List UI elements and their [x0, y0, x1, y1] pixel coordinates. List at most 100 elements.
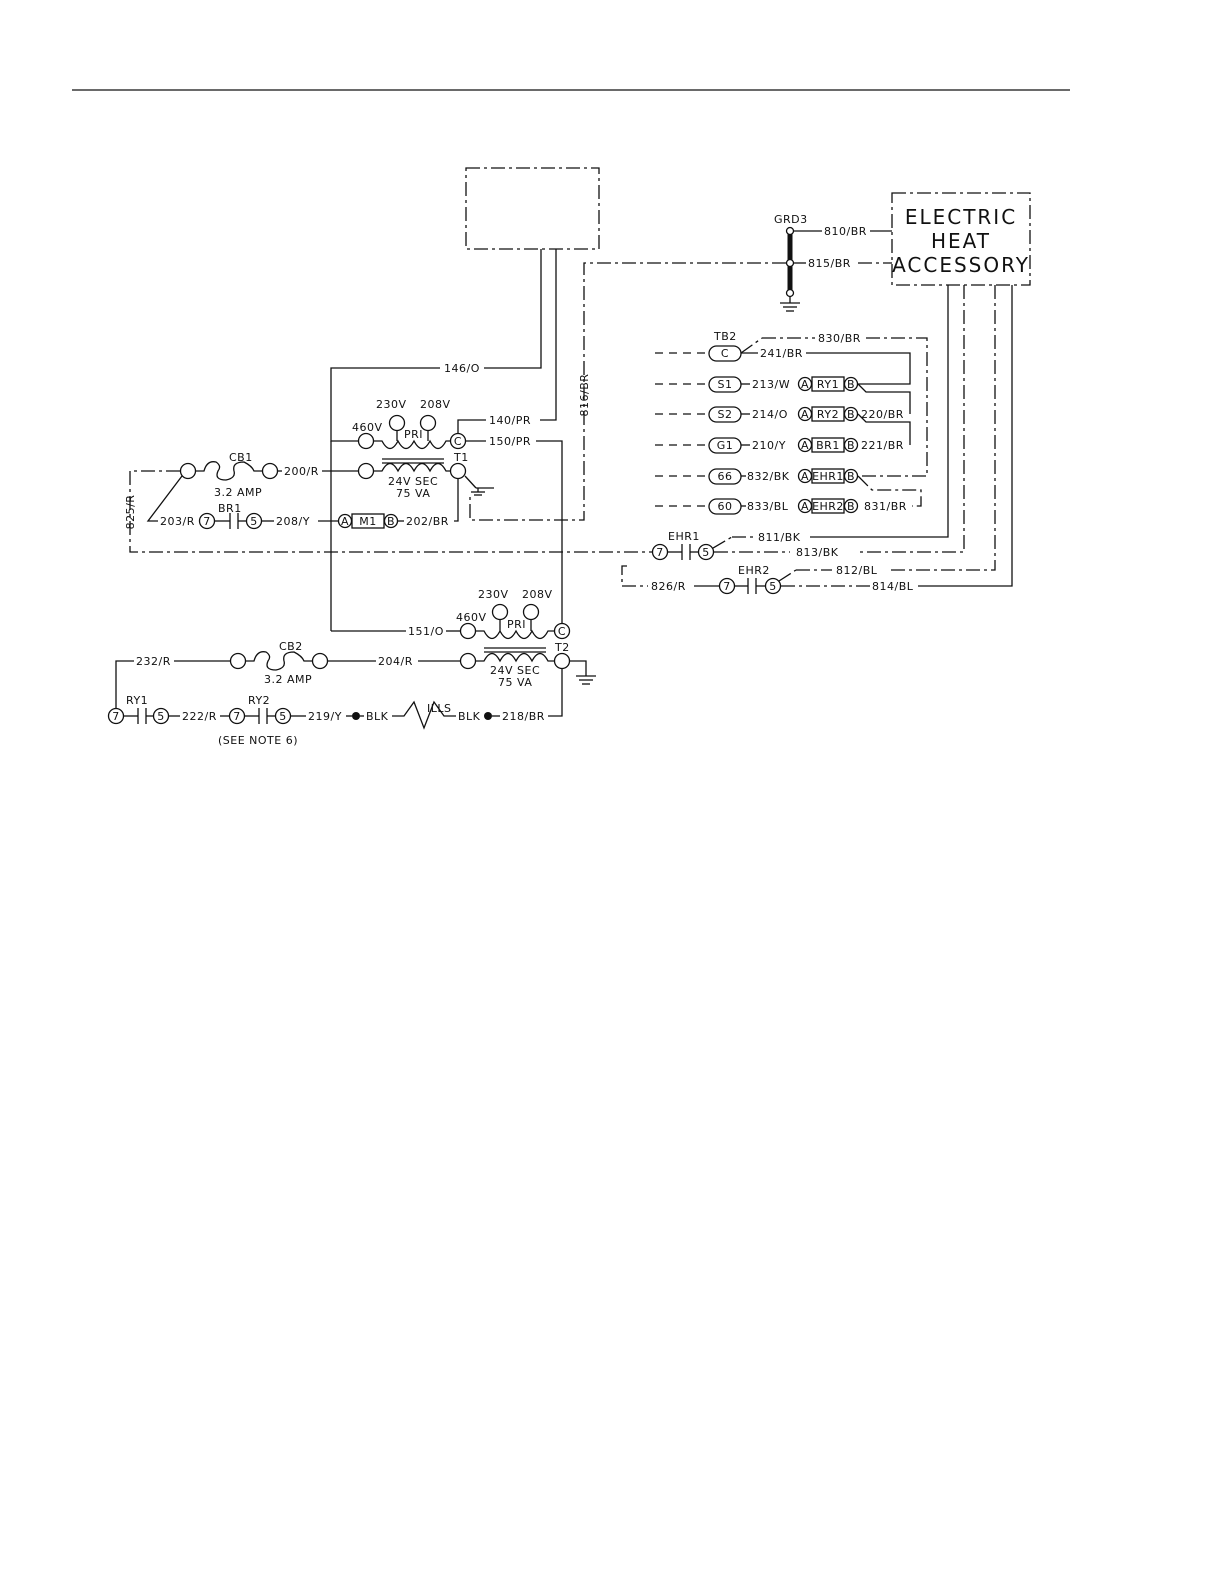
wire-208-label: 208/Y — [276, 515, 310, 528]
wire-220-label: 220/BR — [861, 408, 904, 421]
wire-810-label: 810/BR — [824, 225, 867, 238]
upstream-component-box — [465, 167, 600, 250]
t2-common-terminal — [553, 622, 571, 640]
wire-832-label: 832/BK — [747, 470, 790, 483]
ehr2-contact-label: EHR2 — [738, 564, 770, 577]
wire-140-label: 140/PR — [489, 414, 531, 427]
ehr-contacts: EHR1 7 5 811/BK 813/BK EHR2 826/R 7 5 81… — [621, 530, 914, 595]
cb2-amp-label: 3.2 AMP — [264, 673, 312, 686]
wire-203-label: 203/R — [160, 515, 195, 528]
wire-815-label: 815/BR — [808, 257, 851, 270]
accessory-line1: ELECTRIC — [905, 205, 1017, 229]
svg-text:5: 5 — [702, 546, 710, 559]
svg-text:B: B — [387, 515, 395, 528]
wire-150-label: 150/PR — [489, 435, 531, 448]
svg-text:S1: S1 — [718, 378, 733, 391]
svg-text:M1: M1 — [359, 515, 377, 528]
wire-151-label: 151/O — [408, 625, 444, 638]
grd3-label: GRD3 — [774, 213, 808, 226]
svg-text:A: A — [801, 470, 809, 483]
svg-text:7: 7 — [112, 710, 120, 723]
br1-contact-label: BR1 — [218, 502, 242, 515]
t2-460v-label: 460V — [456, 611, 487, 624]
svg-text:A: A — [801, 408, 809, 421]
wire-210-label: 210/Y — [752, 439, 786, 452]
electric-heat-accessory: ELECTRIC HEAT ACCESSORY — [891, 192, 1031, 286]
t1-pri-label: PRI — [404, 428, 423, 441]
svg-text:EHR2: EHR2 — [812, 500, 844, 513]
svg-text:RY2: RY2 — [817, 408, 839, 421]
svg-text:RY1: RY1 — [817, 378, 839, 391]
transformer-t2-circuit: 230V 208V 460V 151/O PRI C T2 24V SEC 75… — [107, 588, 596, 747]
svg-text:5: 5 — [279, 710, 287, 723]
svg-text:66: 66 — [718, 470, 733, 483]
accessory-line2: HEAT — [931, 229, 991, 253]
t1-230v-label: 230V — [376, 398, 407, 411]
t1-208v-label: 208V — [420, 398, 451, 411]
cb2-label: CB2 — [279, 640, 303, 653]
wire-146-label: 146/O — [444, 362, 480, 375]
svg-text:5: 5 — [250, 515, 258, 528]
svg-text:EHR1: EHR1 — [812, 470, 844, 483]
ehr1-contact-label: EHR1 — [668, 530, 700, 543]
svg-text:7: 7 — [723, 580, 731, 593]
t1-sec-label: 24V SEC — [388, 475, 438, 488]
cb1-label: CB1 — [229, 451, 253, 464]
wire-200-label: 200/R — [284, 465, 319, 478]
t2-460v-terminal — [459, 622, 477, 640]
wire-814-label: 814/BL — [872, 580, 914, 593]
wire-222-label: 222/R — [182, 710, 217, 723]
wire-221-label: 221/BR — [861, 439, 904, 452]
t1-label: T1 — [453, 451, 469, 464]
tb2-label: TB2 — [713, 330, 737, 343]
ry2-contact-label: RY2 — [248, 694, 270, 707]
t2-230v-label: 230V — [478, 588, 509, 601]
svg-text:5: 5 — [157, 710, 165, 723]
svg-text:S2: S2 — [718, 408, 733, 421]
t2-label: T2 — [554, 641, 570, 654]
svg-text:5: 5 — [769, 580, 777, 593]
wire-219-label: 219/Y — [308, 710, 342, 723]
t1-common-terminal — [449, 432, 467, 450]
wire-831-label: 831/BR — [864, 500, 907, 513]
wire-218-label: 218/BR — [502, 710, 545, 723]
svg-text:A: A — [801, 378, 809, 391]
terminal-block-tb2: TB2 C 241/BR 830/BR S1 213/W A RY1 B S2 … — [655, 330, 928, 515]
svg-text:7: 7 — [203, 515, 211, 528]
wire-213-label: 213/W — [752, 378, 790, 391]
svg-text:B: B — [847, 408, 855, 421]
ry1-contact-label: RY1 — [126, 694, 148, 707]
see-note-label: (SEE NOTE 6) — [218, 734, 298, 747]
wire-816-label: 816/BR — [578, 374, 591, 417]
wire-833-label: 833/BL — [747, 500, 789, 513]
accessory-line3: ACCESSORY — [892, 253, 1030, 277]
blk-label-right: BLK — [458, 710, 481, 723]
t2-208v-label: 208V — [522, 588, 553, 601]
wire-813-label: 813/BK — [796, 546, 839, 559]
t1-460v-label: 460V — [352, 421, 383, 434]
svg-text:B: B — [847, 470, 855, 483]
svg-text:B: B — [847, 500, 855, 513]
svg-text:60: 60 — [718, 500, 733, 513]
wire-202-label: 202/BR — [406, 515, 449, 528]
wire-830-label: 830/BR — [818, 332, 861, 345]
t2-sec-label: 24V SEC — [490, 664, 540, 677]
t1-va-label: 75 VA — [396, 487, 430, 500]
svg-text:B: B — [847, 439, 855, 452]
ground-bus-grd3: GRD3 810/BR 815/BR 816/BR — [469, 213, 892, 521]
svg-text:A: A — [801, 439, 809, 452]
wire-232-label: 232/R — [136, 655, 171, 668]
t2-va-label: 75 VA — [498, 676, 532, 689]
svg-text:A: A — [801, 500, 809, 513]
ills-label: ILLS — [427, 702, 451, 715]
svg-text:C: C — [721, 347, 729, 360]
svg-text:C: C — [454, 435, 462, 448]
wire-825-label: 825/R — [124, 495, 137, 530]
accessory-wires — [810, 285, 1013, 587]
wire-241-label: 241/BR — [760, 347, 803, 360]
cb1-amp-label: 3.2 AMP — [214, 486, 262, 499]
ills-sensor — [392, 700, 456, 730]
transformer-t1-circuit: 146/O 140/PR 230V 208V 460V PRI C 150/PR… — [124, 249, 653, 631]
wire-811-label: 811/BK — [758, 531, 801, 544]
